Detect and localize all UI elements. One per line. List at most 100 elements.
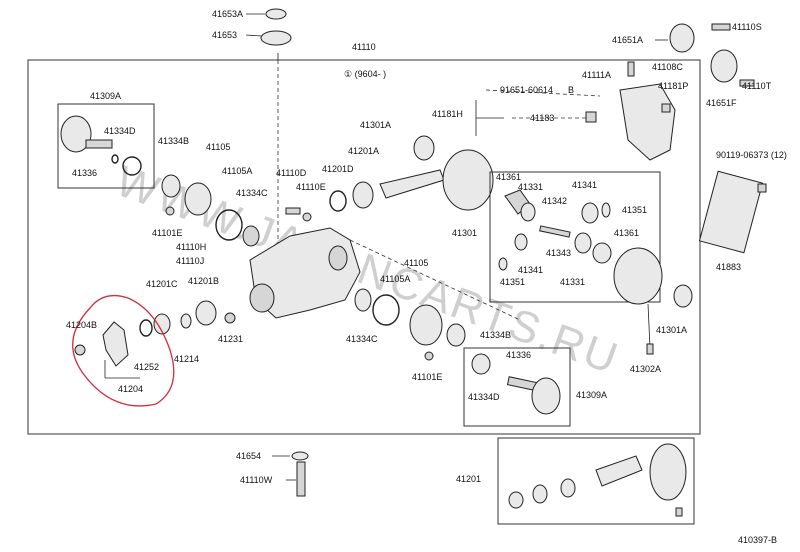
- bolt-41110w: [296, 461, 306, 497]
- bolt-90119: [757, 183, 767, 193]
- label-41361-b: 41361: [614, 228, 639, 238]
- bearing-41201b: [195, 300, 217, 326]
- bolt-41101e-bot: [424, 351, 434, 361]
- label-41302a: 41302A: [630, 364, 661, 374]
- oring-41105a-top: [215, 209, 243, 241]
- label-41110j: 41110J: [176, 256, 204, 266]
- label-90119: 90119-06373 (12): [716, 150, 787, 160]
- bolt-41201-bot: [675, 507, 683, 517]
- label-41336-bot: 41336: [506, 350, 531, 360]
- label-41181p: 41181P: [658, 81, 688, 91]
- bearing-41201-bot-c: [560, 478, 576, 498]
- breather-41108c: [627, 61, 635, 77]
- label-41334d-top: 41334D: [104, 126, 136, 136]
- bearing-41201a: [352, 181, 374, 209]
- label-41110w: 41110W: [240, 475, 273, 485]
- seal-41334b-top: [161, 174, 181, 198]
- bolt-41110t: [739, 79, 755, 87]
- label-41651a: 41651A: [612, 35, 643, 45]
- bolt-41110s: [711, 23, 731, 31]
- label-41111a: 41111A: [582, 70, 611, 80]
- label-41105a-bot: 41105A: [380, 274, 410, 284]
- leader-41302a: [647, 303, 651, 349]
- label-41351-a: 41351: [622, 205, 647, 215]
- bolt-41110d: [285, 207, 301, 215]
- label-41653a: 41653A: [212, 9, 243, 19]
- cap-41653: [260, 30, 292, 46]
- nut-41252: [74, 344, 86, 356]
- gear-41361-b: [592, 242, 612, 264]
- bearing-41301a-bot: [673, 284, 693, 308]
- label-41301: 41301: [452, 228, 477, 238]
- label-41331-b: 41331: [560, 277, 585, 287]
- label-91651: 91651-60614: [500, 85, 553, 95]
- cap-41651a: [669, 23, 695, 53]
- gear-41341-a: [581, 202, 599, 224]
- label-41334c-bot: 41334C: [346, 334, 378, 344]
- label-41105-top: 41105: [206, 142, 230, 152]
- label-41110s: 41110S: [732, 22, 762, 32]
- label-41361-a: 41361: [496, 172, 521, 182]
- plug-41231: [224, 312, 236, 324]
- leader-41653: [245, 34, 263, 37]
- label-41351-b: 41351: [500, 277, 525, 287]
- label-41342: 41342: [542, 196, 567, 206]
- label-41331-a: 41331: [518, 182, 543, 192]
- label-41110h: 41110H: [176, 242, 206, 252]
- label-41309a-bot: 41309A: [576, 390, 607, 400]
- seal-41334b-bot: [446, 323, 466, 347]
- label-41654: 41654: [236, 451, 261, 461]
- cap-41653a: [265, 8, 287, 20]
- ring-41214: [180, 313, 192, 329]
- annotation-circle: [72, 294, 175, 407]
- label-41105-bot: 41105: [404, 258, 428, 268]
- label-41651f: 41651F: [706, 98, 737, 108]
- label-41334b-top: 41334B: [158, 136, 189, 146]
- label-41341-a: 41341: [572, 180, 597, 190]
- label-41214: 41214: [174, 354, 199, 364]
- label-41341-b: 41341: [518, 265, 543, 275]
- label-41108c: 41108C: [652, 62, 683, 72]
- label-41336-top: 41336: [72, 168, 97, 178]
- gasket-41654: [291, 451, 309, 461]
- box-41309a-top: [57, 103, 155, 189]
- label-serial-b: B: [568, 85, 574, 95]
- label-41204b: 41204B: [66, 320, 97, 330]
- label-41334c-top: 41334C: [236, 188, 268, 198]
- gear-41351-a: [601, 202, 611, 218]
- dash-91651: [485, 89, 601, 97]
- bearing-41105-top: [184, 182, 212, 216]
- housing-port-right: [328, 245, 348, 271]
- label-41110d: 41110D: [276, 168, 307, 178]
- shaft-41309a-top: [85, 139, 113, 149]
- flange-41309a-top: [60, 115, 92, 153]
- label-41653: 41653: [212, 30, 237, 40]
- cap-41651f: [710, 49, 738, 83]
- label-41343: 41343: [546, 248, 571, 258]
- bearing-41105-bot: [409, 304, 443, 346]
- plug-41183: [585, 111, 597, 123]
- washer-41201c: [139, 319, 153, 337]
- gear-41331-b: [574, 232, 592, 254]
- washer-41334c-top: [242, 225, 260, 247]
- ring-41334d-top: [111, 154, 119, 164]
- label-41201d: 41201D: [322, 164, 354, 174]
- label-41101e-top: 41101E: [152, 228, 182, 238]
- gear-41351-b: [498, 257, 508, 271]
- label-revision: ① (9604- ): [344, 69, 386, 79]
- label-41110e: 41110E: [296, 182, 326, 192]
- label-41301a-top: 41301A: [360, 120, 391, 130]
- main-frame: [27, 59, 701, 435]
- label-41181h: 41181H: [432, 109, 463, 119]
- bearing-41201c: [153, 313, 171, 335]
- label-41334b-bot: 41334B: [480, 330, 511, 340]
- ring-41334c-bot: [354, 288, 372, 312]
- label-41101e-bot: 41101E: [412, 372, 442, 382]
- bolt-41101e-top: [165, 206, 175, 216]
- gear-41341-b: [514, 233, 528, 251]
- label-41301a-bot: 41301A: [656, 325, 687, 335]
- label-41201b: 41201B: [188, 276, 219, 286]
- seal-41336-top: [122, 156, 142, 176]
- plug-41181p: [661, 103, 671, 113]
